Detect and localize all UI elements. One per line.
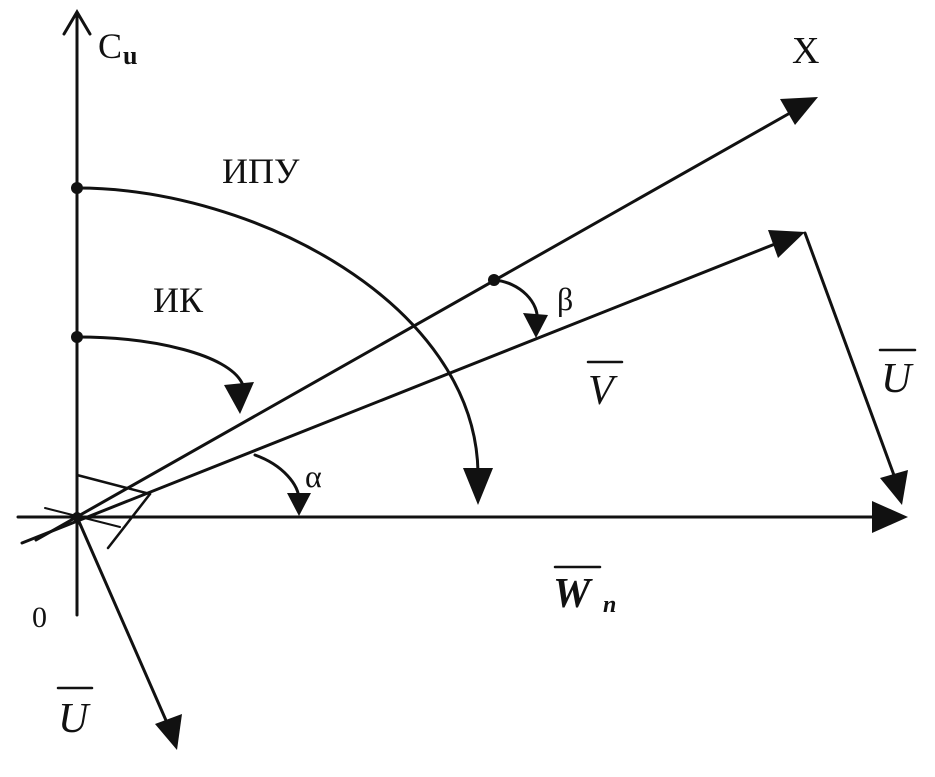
vertical-axis-arrowhead bbox=[62, 9, 92, 36]
u-vector-bottom bbox=[75, 515, 170, 727]
u-bottom-label: U bbox=[58, 696, 91, 742]
u-vector-right bbox=[803, 231, 897, 480]
x-axis-arrowhead bbox=[780, 97, 818, 125]
v-vector-arrowhead bbox=[768, 230, 805, 258]
ipu-start-point bbox=[71, 182, 83, 194]
origin-tick-a bbox=[75, 473, 152, 496]
vertical-axis-subscript: u bbox=[123, 41, 137, 70]
vertical-axis-label: C bbox=[98, 26, 122, 66]
u-vector-right-arrowhead bbox=[880, 470, 908, 505]
ik-arc-arrowhead bbox=[224, 382, 254, 414]
ik-label: ИК bbox=[153, 280, 204, 320]
beta-arc-arrowhead bbox=[523, 313, 548, 338]
x-axis-label: X bbox=[792, 30, 819, 72]
v-label: V bbox=[588, 368, 618, 414]
origin-tick-c bbox=[44, 507, 121, 528]
ipu-arc bbox=[75, 186, 480, 474]
ik-arc bbox=[75, 335, 244, 385]
u-vector-bottom-arrowhead bbox=[155, 714, 182, 750]
w-subscript: n bbox=[603, 592, 616, 618]
beta-start-point bbox=[488, 274, 500, 286]
v-vector bbox=[20, 242, 777, 545]
ik-start-point bbox=[71, 331, 83, 343]
origin-point bbox=[72, 512, 82, 522]
alpha-label: α bbox=[305, 458, 322, 494]
ipu-label: ИПУ bbox=[222, 151, 300, 191]
w-label: W bbox=[553, 571, 593, 617]
u-right-label: U bbox=[881, 356, 914, 402]
alpha-arc-arrowhead bbox=[287, 493, 311, 516]
w-vector-arrowhead bbox=[872, 501, 908, 533]
origin-label: 0 bbox=[32, 601, 47, 634]
ipu-arc-arrowhead bbox=[463, 468, 493, 505]
origin-tick-b bbox=[106, 492, 152, 550]
beta-label: β bbox=[557, 281, 573, 317]
